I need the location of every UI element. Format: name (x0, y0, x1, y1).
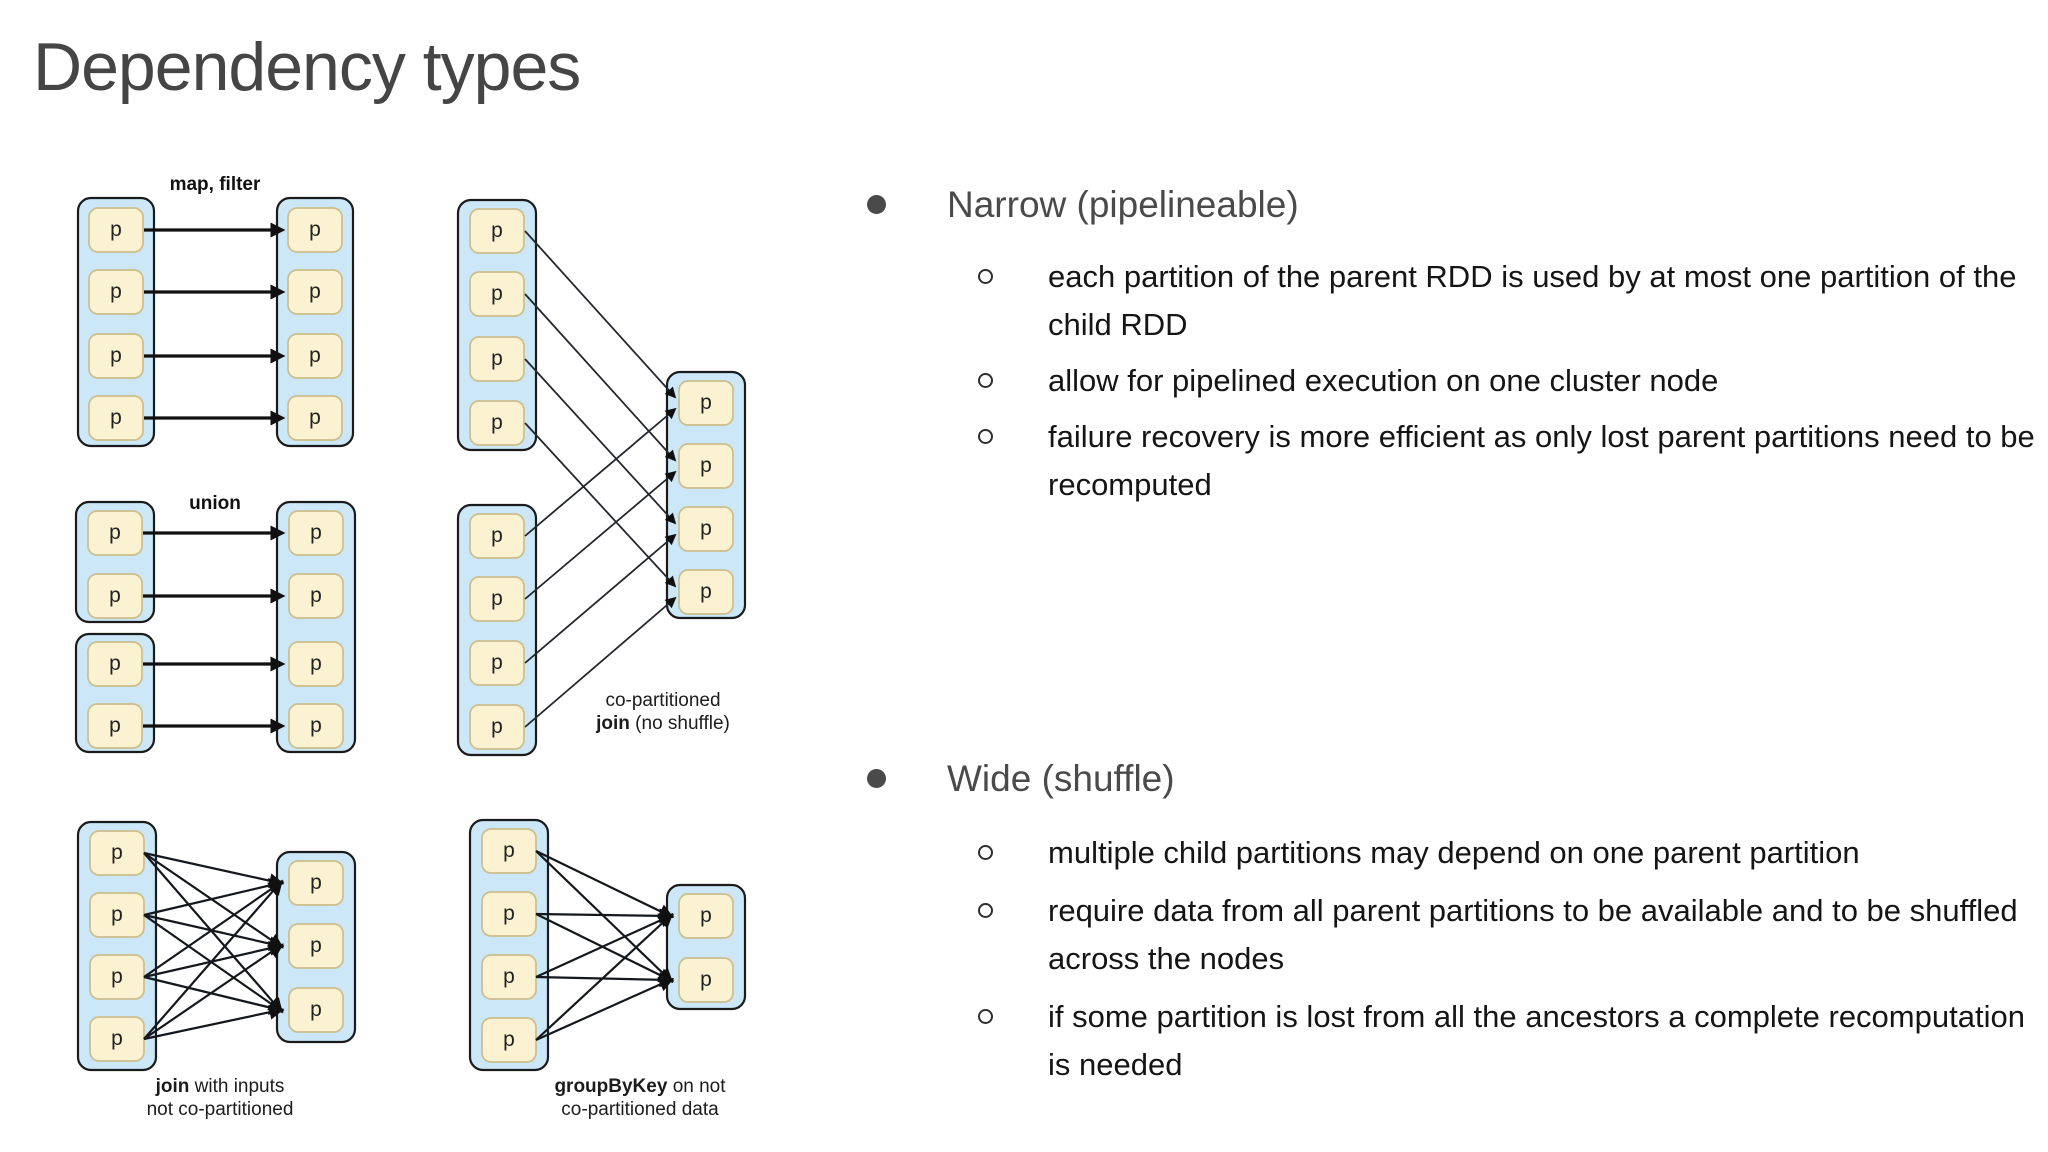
list-item: require data from all parent partitions … (855, 887, 2045, 983)
partition-box (88, 207, 144, 253)
groupbykey-caption-line2: co-partitioned data (561, 1099, 719, 1120)
rdd-container (275, 196, 355, 448)
filled-bullet-icon (867, 195, 886, 214)
list-item: multiple child partitions may depend on … (855, 829, 2045, 877)
join-shuffle-arrows (143, 851, 285, 1041)
page-title: Dependency types (33, 29, 581, 105)
partition-box (469, 704, 525, 750)
partition-box (89, 1016, 145, 1062)
partition-box (469, 640, 525, 686)
partition-box (87, 510, 143, 556)
narrow-bullet-list: each partition of the parent RDD is used… (855, 253, 2045, 509)
hollow-bullet-icon (978, 1009, 993, 1024)
partition-box (88, 269, 144, 315)
partition-box (88, 395, 144, 441)
wide-section: Wide (shuffle) multiple child partitions… (855, 757, 2045, 1099)
partition-box (89, 954, 145, 1000)
wide-bullet-3: if some partition is lost from all the a… (1048, 999, 2025, 1082)
partition-box (469, 208, 525, 254)
rdd-container (76, 820, 158, 1072)
hollow-bullet-icon (978, 373, 993, 388)
wide-bullet-2: require data from all parent partitions … (1048, 893, 2018, 976)
partition-box (287, 207, 343, 253)
dependency-diagrams: p map, filter union (74, 174, 747, 1120)
partition-box (89, 830, 145, 876)
filled-bullet-icon (867, 769, 886, 788)
narrow-bullet-2: allow for pipelined execution on one clu… (1048, 363, 1719, 398)
copartitioned-join-arrows (524, 230, 677, 728)
partition-box (469, 271, 525, 317)
rdd-container (76, 196, 156, 448)
list-item: each partition of the parent RDD is used… (855, 253, 2045, 349)
narrow-bullet-1: each partition of the parent RDD is used… (1048, 259, 2017, 342)
partition-box (287, 269, 343, 315)
partition-box (287, 333, 343, 379)
partition-box (481, 1017, 537, 1063)
partition-box (87, 573, 143, 619)
partition-box (87, 641, 143, 687)
hollow-bullet-icon (978, 429, 993, 444)
partition-box (288, 510, 344, 556)
partition-box (288, 987, 344, 1033)
rdd-container (456, 198, 538, 452)
union-arrows (143, 525, 286, 734)
caption-bold: join (595, 713, 630, 734)
wide-bullet-1: multiple child partitions may depend on … (1048, 835, 1860, 870)
partition-box (288, 573, 344, 619)
copartitioned-join-caption-line1: co-partitioned (605, 690, 720, 711)
partition-box (288, 860, 344, 906)
rdd-container (275, 500, 357, 754)
map-filter-label: map, filter (170, 174, 261, 195)
wide-heading: Wide (shuffle) (947, 758, 1175, 799)
partition-box (88, 333, 144, 379)
list-item: failure recovery is more efficient as on… (855, 413, 2045, 509)
caption-rest: (no shuffle) (630, 713, 730, 734)
groupbykey-arrows (535, 850, 675, 1042)
partition-box (469, 576, 525, 622)
partition-box (481, 891, 537, 937)
partition-box (89, 892, 145, 938)
list-item: if some partition is lost from all the a… (855, 993, 2045, 1089)
union-label: union (189, 493, 241, 514)
partition-box (678, 443, 734, 489)
narrow-heading: Narrow (pipelineable) (947, 184, 1299, 225)
groupbykey-caption-line1: groupByKey on not (554, 1076, 726, 1097)
partition-box (469, 513, 525, 559)
caption-rest: on not (667, 1076, 726, 1097)
partition-box (678, 569, 734, 615)
caption-rest: with inputs (189, 1076, 284, 1097)
narrow-section: Narrow (pipelineable) each partition of … (855, 183, 2045, 517)
rdd-container (468, 818, 550, 1072)
partition-box (288, 923, 344, 969)
caption-bold: groupByKey (554, 1076, 667, 1097)
rdd-container (456, 503, 538, 757)
partition-box (87, 703, 143, 749)
partition-box (678, 957, 734, 1003)
join-caption-line2: not co-partitioned (147, 1099, 294, 1120)
partition-box (678, 380, 734, 426)
partition-box (678, 506, 734, 552)
join-caption-line1: join with inputs (155, 1076, 285, 1097)
hollow-bullet-icon (978, 269, 993, 284)
partition-box (469, 400, 525, 446)
partition-box (481, 828, 537, 874)
caption-bold: join (155, 1076, 190, 1097)
copartitioned-join-caption-line2: join (no shuffle) (595, 713, 730, 734)
hollow-bullet-icon (978, 845, 993, 860)
narrow-bullet-3: failure recovery is more efficient as on… (1048, 419, 2035, 502)
partition-box (288, 641, 344, 687)
list-item: allow for pipelined execution on one clu… (855, 357, 2045, 405)
partition-box (287, 395, 343, 441)
partition-box (469, 336, 525, 382)
partition-box (481, 954, 537, 1000)
partition-box (678, 893, 734, 939)
map-filter-arrows (144, 222, 286, 426)
wide-bullet-list: multiple child partitions may depend on … (855, 829, 2045, 1089)
rdd-container (665, 370, 747, 620)
hollow-bullet-icon (978, 903, 993, 918)
partition-box (288, 703, 344, 749)
